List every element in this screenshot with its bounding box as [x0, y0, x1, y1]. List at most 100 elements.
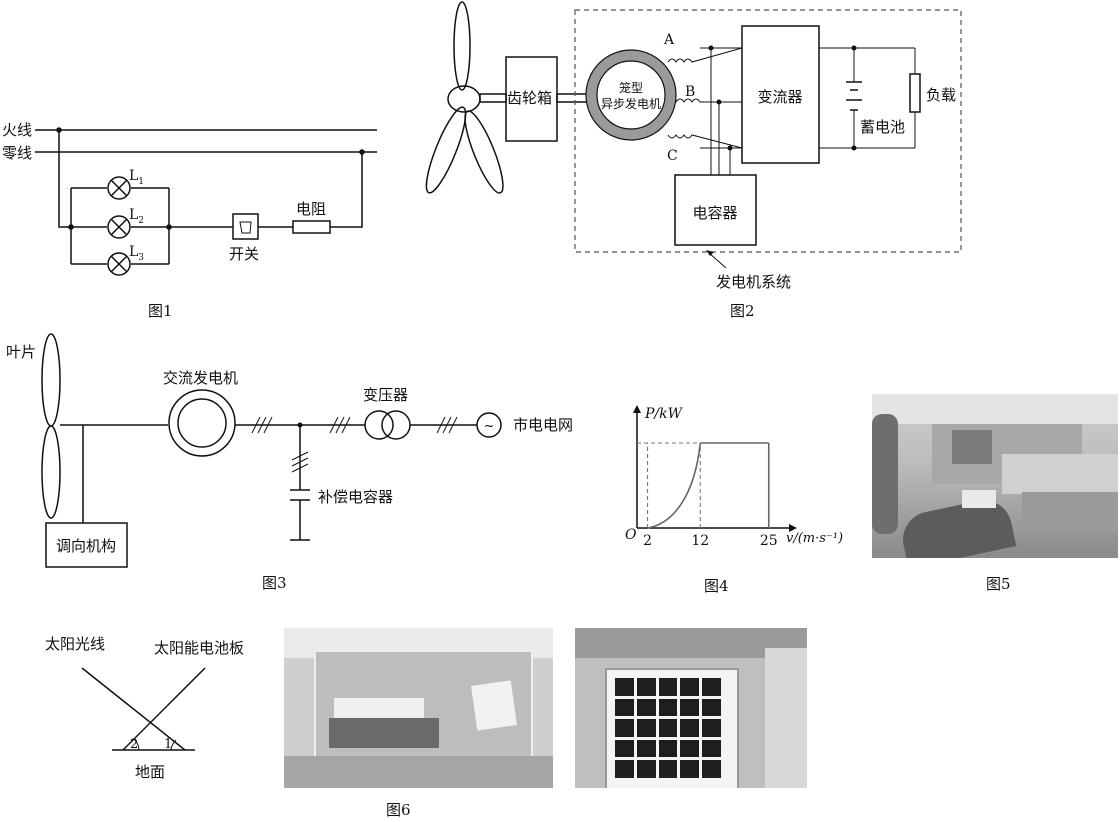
solar-cell: [636, 678, 656, 696]
fig4-caption: 图4: [704, 577, 729, 595]
solar-cell: [680, 719, 700, 737]
grid-label: 市电电网: [513, 416, 573, 434]
fig1-circuit: 火线 零线 L1 L2 L3 开关: [2, 121, 377, 320]
solar-cell: [680, 678, 700, 696]
lamp-l1-label: L1: [129, 168, 144, 187]
solar-cell: [636, 739, 656, 758]
converter-box: [741, 25, 820, 164]
x-axis-label: v/(m·s⁻¹): [786, 531, 843, 546]
solar-cell: [680, 739, 700, 758]
panel-label: 太阳能电池板: [154, 639, 244, 657]
resistor-icon: [292, 220, 331, 234]
fig1-caption: 图1: [148, 302, 173, 320]
phase-a-label: A: [663, 32, 675, 48]
fig6-house-model-photo: [284, 628, 553, 788]
solar-cell: [702, 760, 721, 778]
solar-cell: [702, 739, 721, 758]
sun-ray-label: 太阳光线: [45, 635, 105, 653]
switch-icon: [232, 213, 259, 240]
fig3-caption: 图3: [262, 574, 287, 592]
generator-label-2: 异步发电机: [601, 96, 661, 111]
yaw-label: 调向机构: [56, 537, 116, 555]
solar-cell: [636, 719, 656, 737]
fig5-caption: 图5: [986, 575, 1011, 593]
ground-label: 地面: [135, 763, 165, 781]
wind-turbine-icon: [425, 1, 504, 194]
solar-cell: [658, 760, 678, 778]
angle2-label: 2: [130, 737, 138, 752]
power-curve-rise: [647, 442, 702, 529]
solar-cell: [680, 760, 700, 778]
return-wire: [330, 152, 363, 228]
angle1-arc: [170, 739, 177, 751]
solar-cell: [615, 698, 634, 717]
battery-label: 蓄电池: [860, 118, 905, 136]
solar-cells: [615, 678, 721, 778]
solar-cell: [615, 719, 634, 737]
yaw-box: [45, 522, 128, 568]
live-wire-label: 火线: [2, 121, 32, 139]
solar-cell: [680, 698, 700, 717]
converter-label: 变流器: [757, 88, 802, 106]
lamp-l3-label: L3: [129, 244, 144, 263]
angle2-arc: [133, 738, 140, 751]
blade-icon: [41, 333, 61, 519]
switch-label: 开关: [229, 245, 259, 263]
phase-b-label: B: [685, 84, 695, 100]
capacitor-label: 电容器: [692, 204, 737, 222]
fig2-generator-system: 齿轮箱 笼型 异步发电机 A B C 电容器 变流器: [425, 1, 962, 320]
ac-generator-icon: [168, 389, 236, 457]
x-tick-label: 25: [760, 533, 778, 549]
transformer-icon: [364, 410, 411, 440]
solar-cell: [658, 678, 678, 696]
fig6-solar-panel-photo: [575, 628, 807, 788]
ac-generator-label: 交流发电机: [163, 369, 238, 387]
solar-cell: [658, 739, 678, 758]
system-label: 发电机系统: [716, 273, 791, 291]
solar-cell: [615, 760, 634, 778]
x-tick-label: 2: [643, 533, 652, 549]
solar-cell: [658, 698, 678, 717]
fig3-grid-connection: 叶片 调向机构 交流发电机 补偿电容器 变压器 ~: [6, 333, 573, 592]
angle1-label: 1: [164, 737, 172, 752]
resistor-label: 电阻: [296, 200, 326, 218]
load-icon: [909, 73, 921, 113]
load-label: 负载: [926, 86, 956, 104]
sun-ray-line: [81, 667, 186, 751]
comp-capacitor-icon: [290, 489, 310, 501]
fig2-caption: 图2: [730, 302, 755, 320]
lamp-l2-label: L2: [129, 207, 144, 226]
origin-label: O: [625, 527, 637, 543]
grid-source-symbol: ~: [484, 419, 495, 434]
feed-wire: [58, 130, 71, 228]
comp-capacitor-label: 补偿电容器: [318, 488, 393, 506]
grid-source-icon: [476, 412, 502, 438]
neutral-wire-label: 零线: [2, 144, 32, 162]
solar-cell: [702, 678, 721, 696]
solar-cell: [636, 760, 656, 778]
x-tick-label: 12: [691, 533, 709, 549]
battery-icon: [846, 81, 862, 111]
lamp-l1-icon: [107, 176, 131, 200]
solar-cell: [702, 719, 721, 737]
fig6-angle-diagram: 太阳光线 太阳能电池板 2 1 地面 图6: [45, 635, 411, 819]
system-boundary: [574, 9, 962, 253]
lamp-l3-icon: [107, 252, 131, 276]
fig6-caption: 图6: [386, 801, 411, 819]
transformer-label: 变压器: [363, 386, 408, 404]
generator-label-1: 笼型: [619, 80, 643, 95]
panel-line: [122, 667, 206, 751]
phase-c-label: C: [667, 148, 678, 164]
solar-cell: [702, 698, 721, 717]
capacitor-box: [674, 174, 757, 246]
lamp-l2-icon: [107, 215, 131, 239]
fig5-classroom-photo: [872, 394, 1118, 558]
fig4-power-curve: P/kW O v/(m·s⁻¹) 2 12 25 图4: [625, 405, 843, 595]
y-axis-label: P/kW: [644, 406, 684, 422]
solar-cell: [615, 739, 634, 758]
solar-cell: [615, 678, 634, 696]
solar-cell: [658, 719, 678, 737]
gearbox-label: 齿轮箱: [507, 89, 552, 107]
solar-cell: [636, 698, 656, 717]
